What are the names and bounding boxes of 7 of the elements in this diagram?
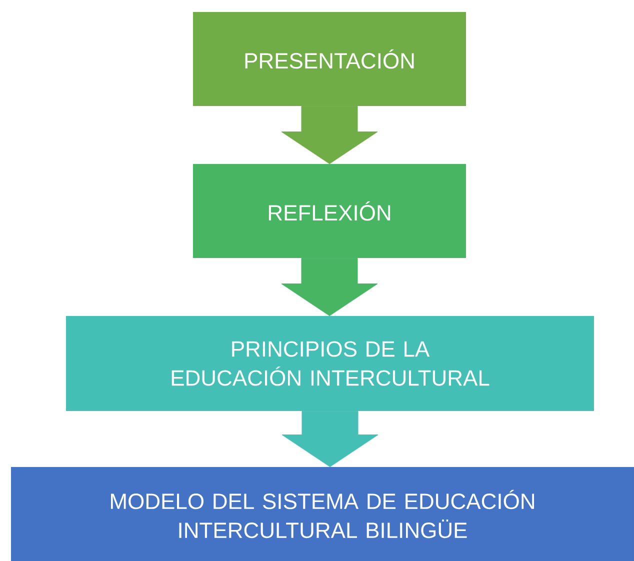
process-box: PRESENTACIÓN — [193, 12, 466, 106]
process-box: MODELO DEL SISTEMA DE EDUCACIÓN INTERCULTURAL BILINGÜE — [11, 467, 634, 561]
block-arrow — [281, 258, 378, 316]
block-arrow — [282, 410, 378, 468]
process-box: REFLEXIÓN — [193, 164, 466, 258]
process-box: PRINCIPIOS DE LA EDUCACIÓN INTERCULTURAL — [66, 316, 594, 411]
block-arrow — [281, 106, 378, 164]
